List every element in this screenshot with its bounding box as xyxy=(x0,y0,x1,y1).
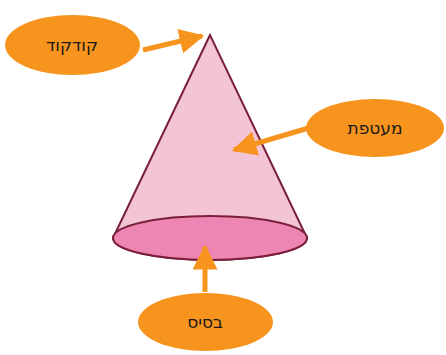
cone-base xyxy=(113,216,307,260)
leader-arrow xyxy=(234,127,312,150)
leader-arrow xyxy=(143,36,202,50)
label-bubble: בסיס xyxy=(138,293,273,351)
cone-lateral-surface xyxy=(113,35,307,260)
part-name: בסיס xyxy=(187,312,223,332)
part-name: מעטפת xyxy=(347,118,402,138)
label-bubble: מעטפת xyxy=(306,99,444,157)
leader-arrow xyxy=(203,247,208,292)
label-bubble: קודקוד xyxy=(5,15,140,75)
part-name: קודקוד xyxy=(46,35,98,55)
